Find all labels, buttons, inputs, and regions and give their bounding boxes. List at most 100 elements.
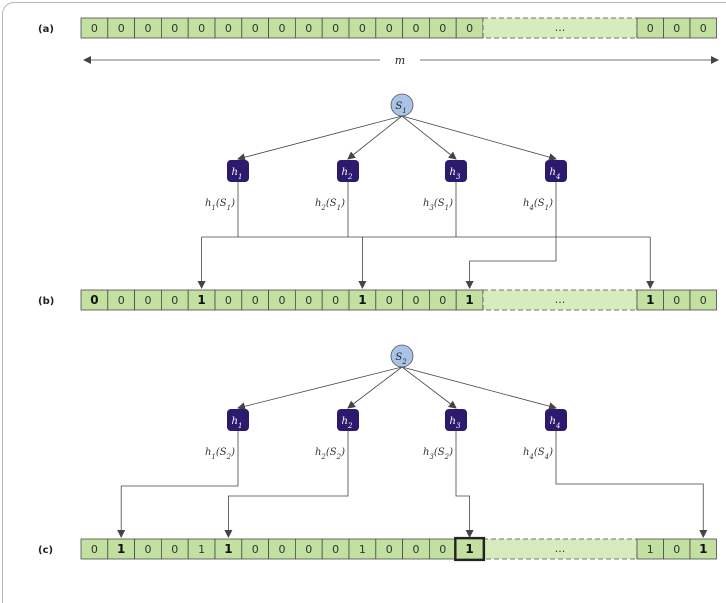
hash-output-label: h3(S2) — [423, 447, 453, 461]
hash-function-name: h2 — [342, 167, 353, 181]
hash-output-label: h1(S2) — [205, 447, 235, 461]
set-to-hash-arrow — [347, 366, 403, 409]
set-element-node — [390, 93, 414, 117]
bit-value: 0 — [305, 543, 312, 556]
bit-value: 0 — [359, 22, 366, 35]
hash-function-box — [445, 409, 467, 431]
hash-output-label: h2(S1) — [315, 198, 345, 212]
bit-value: 1 — [224, 542, 232, 556]
bit-value: 0 — [171, 543, 178, 556]
hash-output-label: h4(S1) — [523, 198, 553, 212]
bit-value: 0 — [279, 543, 286, 556]
bit-cell — [689, 538, 717, 560]
set-to-hash-arrow — [237, 366, 403, 411]
set-element-name: S2 — [395, 352, 407, 366]
bit-value: 0 — [647, 22, 654, 35]
hash-function-box — [545, 409, 567, 431]
bit-value: 0 — [225, 294, 232, 307]
bit-value: 0 — [673, 22, 680, 35]
hash-function-name: h3 — [450, 416, 461, 430]
bit-set-arrow — [555, 431, 708, 538]
bit-value: 0 — [171, 22, 178, 35]
bit-value: 1 — [646, 293, 654, 307]
set-element-name: S1 — [395, 101, 406, 115]
set-element-node — [390, 344, 414, 368]
row-label: (c) — [38, 545, 53, 556]
bit-value: 1 — [198, 543, 205, 556]
bit-value: 1 — [465, 293, 473, 307]
hash-output-label: h1(S1) — [205, 198, 235, 212]
set-to-hash-arrow — [401, 115, 557, 161]
bit-value: 0 — [439, 294, 446, 307]
bit-value: 0 — [305, 22, 312, 35]
m-label: m — [395, 54, 405, 67]
bit-value: 1 — [197, 293, 205, 307]
bit-value: 0 — [439, 22, 446, 35]
hash-function-name: h4 — [550, 416, 561, 430]
bloom-filter-figure: (a) 0 0 0 0 0 0 0 0 0 0 0 0 0 0 0... 0 0 0 (b) 0 0 0 0 1 0 0 0 0 0 1 0 0… — [38, 17, 719, 562]
hash-function-name: h4 — [550, 167, 561, 181]
hash-function-name: h1 — [232, 416, 243, 430]
bit-value: 0 — [252, 22, 259, 35]
bit-value: 0 — [171, 294, 178, 307]
bit-value: 1 — [465, 542, 473, 556]
bit-value: 0 — [145, 22, 152, 35]
bit-value: 0 — [386, 22, 393, 35]
hash-output-label: h4(S4) — [523, 447, 553, 461]
bit-value: 1 — [699, 542, 707, 556]
hash-function-box — [337, 160, 359, 182]
bit-set-arrow — [455, 431, 474, 538]
hash-function-box — [227, 409, 249, 431]
bit-value: 0 — [305, 294, 312, 307]
bit-value: 0 — [145, 294, 152, 307]
bit-set-arrow — [117, 431, 239, 538]
bit-value: 1 — [358, 293, 366, 307]
set-to-hash-arrow — [347, 115, 403, 160]
bit-value: 0 — [225, 22, 232, 35]
bit-cell — [689, 17, 717, 39]
ellipsis: ... — [555, 542, 566, 555]
set-to-hash-arrow — [401, 115, 457, 160]
bit-value: 0 — [700, 294, 707, 307]
ellipsis: ... — [555, 293, 566, 306]
hash-function-box — [545, 160, 567, 182]
bit-value: 0 — [332, 294, 339, 307]
hash-function-name: h2 — [342, 416, 353, 430]
bit-value: 1 — [647, 543, 654, 556]
bit-value: 0 — [118, 294, 125, 307]
bit-value: 0 — [91, 22, 98, 35]
set-to-hash-arrow — [237, 115, 403, 162]
bit-value: 0 — [413, 294, 420, 307]
bit-value: 0 — [332, 22, 339, 35]
bit-value: 0 — [252, 543, 259, 556]
bit-value: 0 — [413, 543, 420, 556]
hash-function-name: h3 — [450, 167, 461, 181]
bit-value: 0 — [91, 543, 98, 556]
set-to-hash-arrow — [401, 366, 557, 411]
row-label: (a) — [38, 24, 54, 35]
ellipsis: ... — [555, 21, 566, 34]
bit-cell — [689, 289, 717, 311]
bit-value: 0 — [439, 543, 446, 556]
hash-output-label: h2(S2) — [315, 447, 345, 461]
bit-value: 0 — [386, 543, 393, 556]
bit-value: 0 — [466, 22, 473, 35]
bit-value: 0 — [118, 22, 125, 35]
collision-highlight — [454, 536, 486, 562]
hash-function-box — [445, 160, 467, 182]
hash-function-box — [337, 409, 359, 431]
row-label: (b) — [38, 296, 54, 307]
bit-value: 1 — [117, 542, 125, 556]
bit-set-arrow — [465, 182, 557, 289]
bit-value: 0 — [700, 22, 707, 35]
bit-value: 0 — [145, 543, 152, 556]
hash-output-label: h3(S1) — [423, 198, 453, 212]
bit-value: 0 — [673, 294, 680, 307]
bit-value: 0 — [90, 293, 98, 307]
bit-value: 1 — [359, 543, 366, 556]
bit-value: 0 — [332, 543, 339, 556]
bit-value: 0 — [198, 22, 205, 35]
bit-value: 0 — [252, 294, 259, 307]
set-to-hash-arrow — [401, 366, 457, 409]
